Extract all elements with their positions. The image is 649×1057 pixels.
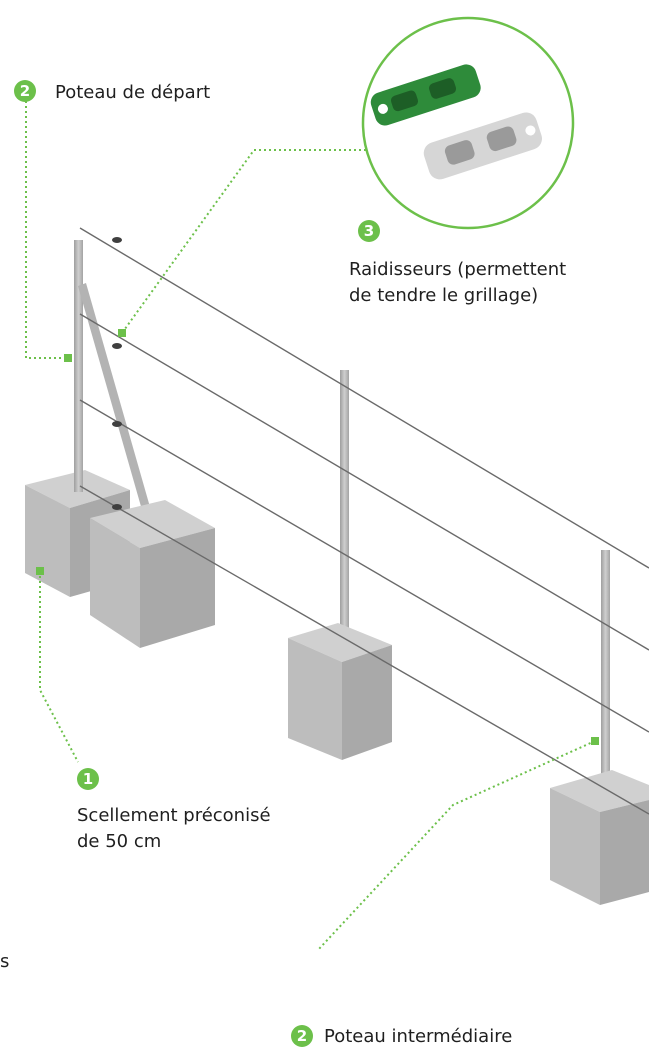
callout-number-sealing: 1 xyxy=(77,768,99,790)
callout-label-tensioners-line2: de tendre le grillage) xyxy=(349,285,539,306)
callout-label-sealing-line2: de 50 cm xyxy=(77,831,162,852)
edge-text-fragment: s xyxy=(0,951,10,972)
concrete-block-brace xyxy=(90,500,215,648)
callout-number-start-post: 2 xyxy=(14,80,36,102)
green-tensioner-image xyxy=(370,64,481,126)
grey-tensioner-image xyxy=(423,112,543,180)
callout-label-sealing-line1: Scellement préconisé xyxy=(77,805,271,826)
callout-label-tensioners-line1: Raidisseurs (permettent xyxy=(349,259,567,280)
wire-tensioners xyxy=(112,237,122,510)
leader-markers xyxy=(36,329,599,745)
callout-number-tensioners: 3 xyxy=(358,220,380,242)
intermediate-post-2 xyxy=(550,550,649,905)
callout-number-intermediate-post: 2 xyxy=(291,1025,313,1047)
callout-label-start-post: Poteau de départ xyxy=(55,82,211,103)
callout-label-intermediate-post: Poteau intermédiaire xyxy=(324,1026,513,1047)
start-post xyxy=(74,240,158,538)
leader-lines xyxy=(25,101,596,951)
intermediate-post-1 xyxy=(288,370,392,760)
tensioner-inset xyxy=(361,16,575,230)
tension-wires xyxy=(79,227,649,815)
